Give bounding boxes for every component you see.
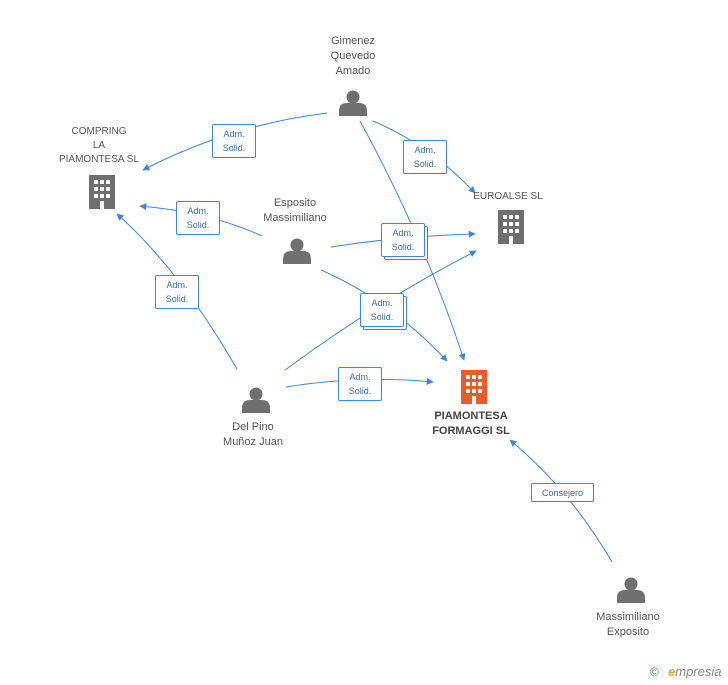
relation-badge-adm-solid-stacked[interactable]: Adm. Solid. [360, 293, 404, 327]
node-label-piamontesa[interactable]: PIAMONTESA FORMAGGI SL [432, 410, 510, 437]
node-label-euroalse[interactable]: EUROALSE SL [473, 191, 543, 202]
relation-badge-adm-solid[interactable]: Adm. Solid. [155, 275, 199, 309]
building-icon-highlighted[interactable] [461, 370, 487, 404]
relation-badge-adm-solid[interactable]: Adm. Solid. [338, 367, 382, 401]
relation-badge-adm-solid-stacked[interactable]: Adm. Solid. [381, 223, 425, 257]
relation-badge-consejero[interactable]: Consejero [531, 483, 594, 502]
building-icon[interactable] [498, 210, 524, 244]
node-label-esposito[interactable]: Esposito Massimiliano [263, 197, 327, 224]
empresia-logo[interactable]: empresia [668, 664, 722, 679]
relation-badge-adm-solid[interactable]: Adm. Solid. [176, 201, 220, 235]
copyright-symbol: © [650, 665, 659, 679]
relation-badge-adm-solid[interactable]: Adm. Solid. [403, 140, 447, 174]
person-icon[interactable] [283, 238, 311, 265]
node-label-gimenez[interactable]: Gimenez Quevedo Amado [330, 35, 376, 77]
node-label-massimiliano[interactable]: Massimiliano Exposito [596, 611, 660, 638]
relation-badge-adm-solid[interactable]: Adm. Solid. [212, 124, 256, 158]
person-icon[interactable] [242, 387, 270, 414]
building-icon[interactable] [89, 175, 115, 209]
person-icon[interactable] [617, 577, 645, 604]
person-icon[interactable] [339, 90, 367, 117]
node-label-compring[interactable]: COMPRING LA PIAMONTESA SL [58, 126, 140, 165]
node-label-delpino[interactable]: Del Pino Muñoz Juan [223, 421, 283, 448]
